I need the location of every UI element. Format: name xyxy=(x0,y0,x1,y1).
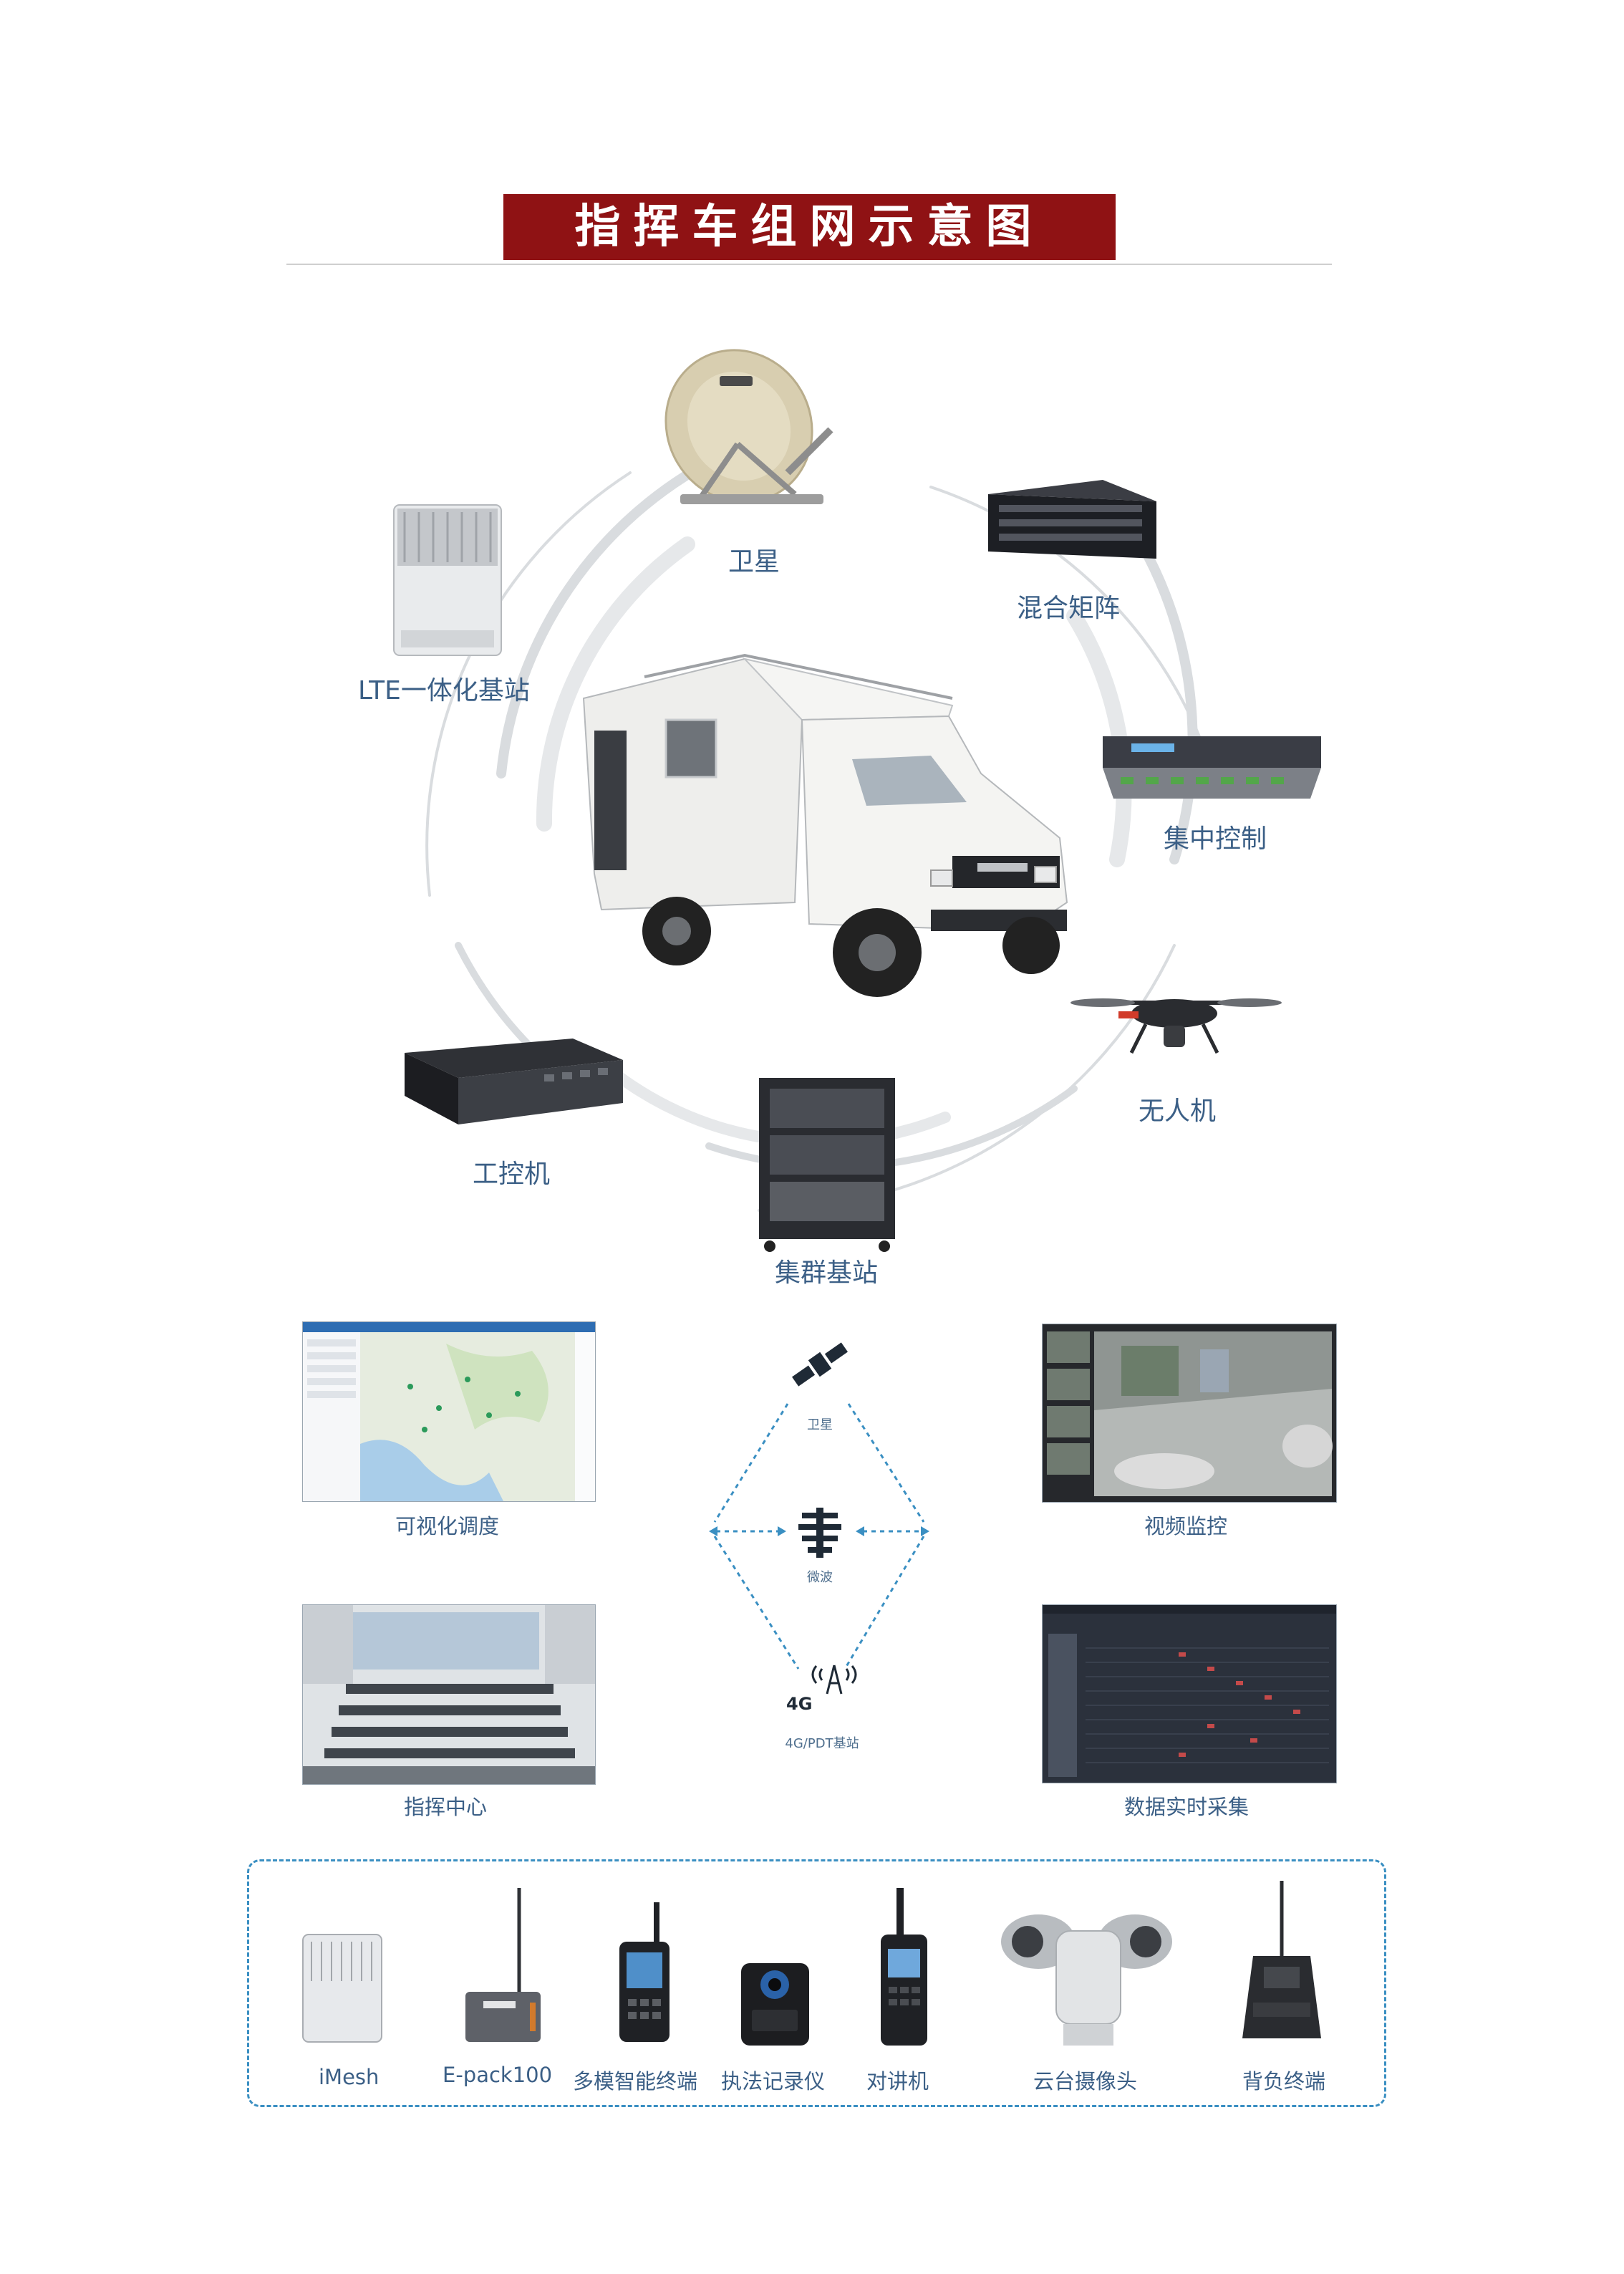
ptz-camera-icon xyxy=(1001,1914,1172,2046)
visual-dispatch-label: 可视化调度 xyxy=(395,1514,500,1538)
body-camera-label: 执法记录仪 xyxy=(721,2069,826,2094)
satellite-label: 卫星 xyxy=(728,547,780,577)
walkie-talkie-label: 对讲机 xyxy=(866,2069,929,2094)
backpack-terminal-icon xyxy=(1242,1881,1321,2038)
antenna-icon xyxy=(811,1664,857,1695)
hybrid-matrix-label: 混合矩阵 xyxy=(1017,594,1121,623)
network-satellite-label: 卫星 xyxy=(807,1417,833,1432)
drone-label: 无人机 xyxy=(1139,1097,1217,1126)
terminals-panel xyxy=(247,1859,1386,2107)
industrial-pc-icon xyxy=(405,1039,623,1124)
command-center-screenshot xyxy=(302,1604,596,1785)
imesh-label: iMesh xyxy=(319,2065,380,2089)
ring-diagram xyxy=(393,349,1321,1252)
network-microwave-label: 微波 xyxy=(807,1570,833,1585)
drone-icon xyxy=(1070,998,1282,1054)
body-camera-icon xyxy=(741,1963,809,2046)
ptz-camera-label: 云台摄像头 xyxy=(1033,2069,1138,2094)
imesh-icon xyxy=(302,1934,382,2043)
epack-icon xyxy=(465,1888,541,2042)
matrix-rack-icon xyxy=(988,480,1156,559)
multimode-terminal-icon xyxy=(619,1902,670,2042)
command-center-label: 指挥中心 xyxy=(404,1795,488,1819)
trunking-base-station-label: 集群基站 xyxy=(775,1258,879,1288)
video-surveillance-screenshot xyxy=(1042,1324,1337,1503)
video-surveillance-label: 视频监控 xyxy=(1144,1514,1228,1538)
title-divider xyxy=(286,264,1332,265)
control-unit-icon xyxy=(1103,736,1321,799)
lte-station-icon xyxy=(393,504,502,656)
satellite-icon xyxy=(792,1342,848,1387)
backpack-terminal-label: 背负终端 xyxy=(1242,2069,1326,2094)
command-vehicle-icon xyxy=(582,653,1068,997)
page-title: 指挥车组网示意图 xyxy=(503,194,1116,260)
realtime-data-screenshot xyxy=(1042,1604,1337,1783)
multimode-terminal-label: 多模智能终端 xyxy=(573,2069,698,2094)
epack-label: E-pack100 xyxy=(443,2063,553,2087)
industrial-pc-label: 工控机 xyxy=(473,1160,551,1189)
central-control-label: 集中控制 xyxy=(1164,824,1267,854)
walkie-talkie-icon xyxy=(881,1888,927,2046)
terminal-icons xyxy=(302,1881,1321,2046)
realtime-data-label: 数据实时采集 xyxy=(1124,1795,1250,1819)
satellite-dish-icon xyxy=(664,349,833,504)
cabinet-icon xyxy=(759,1078,895,1252)
microwave-tower-icon xyxy=(798,1508,841,1558)
network-4g-badge: 4G xyxy=(786,1694,813,1714)
network-cell-label: 4G/PDT基站 xyxy=(785,1736,859,1751)
lte-base-station-label: LTE一体化基站 xyxy=(358,676,530,705)
visual-dispatch-screenshot xyxy=(302,1321,596,1502)
network-diagram xyxy=(709,1342,929,1695)
